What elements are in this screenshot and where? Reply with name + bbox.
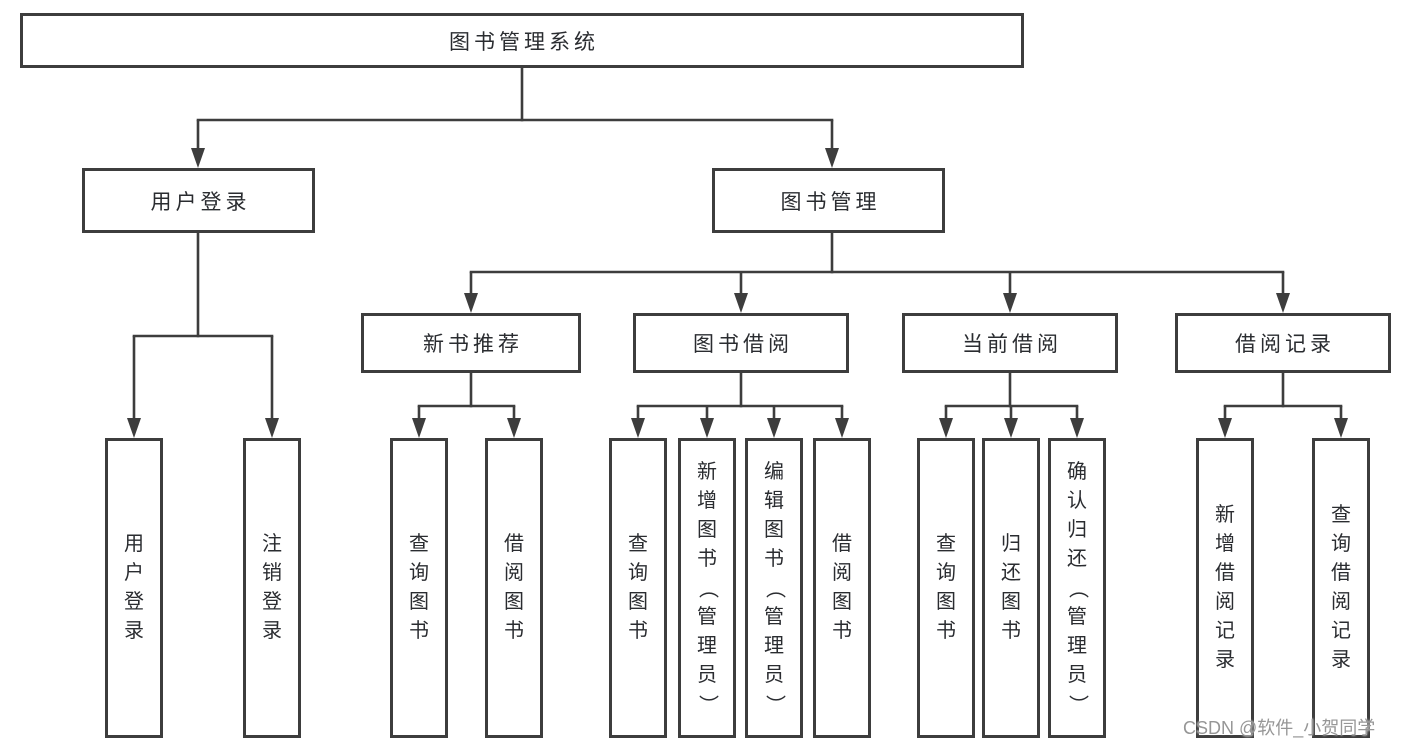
leaf-query-books-label: 查询图书 [409, 533, 429, 642]
leaf-add-books-admin: 新增图书（管理员） [678, 438, 736, 738]
leaf-confirm-return-admin-label: 确认归还（管理员） [1066, 460, 1089, 715]
node-new-book-rec-label: 新书推荐 [423, 333, 523, 356]
leaf-borrow-books-label: 借阅图书 [832, 533, 852, 642]
leaf-logout-label: 注销登录 [262, 533, 282, 642]
leaf-confirm-return-admin: 确认归还（管理员） [1048, 438, 1106, 738]
leaf-add-borrow-record-label: 新增借阅记录 [1215, 504, 1235, 671]
leaf-add-books-admin-label: 新增图书（管理员） [696, 460, 719, 715]
connector-book-mgmt-to-level3 [464, 233, 1290, 313]
node-book-mgmt-label: 图书管理 [780, 190, 881, 214]
connector-root-to-level2 [191, 68, 839, 168]
connector-new-book-rec-to-leaves [412, 373, 521, 438]
node-borrow-records-label: 借阅记录 [1235, 333, 1335, 356]
leaf-return-books-label: 归还图书 [1001, 533, 1021, 642]
node-book-borrow: 图书借阅 [633, 313, 849, 373]
node-user-login: 用户登录 [82, 168, 315, 233]
node-root: 图书管理系统 [20, 13, 1024, 68]
leaf-query-books-label: 查询图书 [628, 533, 648, 642]
leaf-query-books: 查询图书 [390, 438, 448, 738]
node-book-mgmt: 图书管理 [712, 168, 945, 233]
node-new-book-rec: 新书推荐 [361, 313, 581, 373]
node-current-borrow-label: 当前借阅 [962, 333, 1062, 356]
leaf-query-borrow-record-label: 查询借阅记录 [1331, 504, 1351, 671]
connector-book-borrow-to-leaves [631, 373, 849, 438]
connector-user-login-to-leaves [127, 233, 279, 438]
node-book-borrow-label: 图书借阅 [693, 333, 793, 356]
leaf-edit-books-admin-label: 编辑图书（管理员） [763, 460, 786, 715]
leaf-user-login-label: 用户登录 [124, 533, 144, 642]
leaf-add-borrow-record: 新增借阅记录 [1196, 438, 1254, 738]
connector-current-borrow-to-leaves [939, 373, 1084, 438]
leaf-borrow-books-label: 借阅图书 [504, 533, 524, 642]
leaf-borrow-books: 借阅图书 [485, 438, 543, 738]
node-borrow-records: 借阅记录 [1175, 313, 1391, 373]
leaf-query-books: 查询图书 [917, 438, 975, 738]
leaf-user-login: 用户登录 [105, 438, 163, 738]
leaf-edit-books-admin: 编辑图书（管理员） [745, 438, 803, 738]
node-root-label: 图书管理系统 [449, 30, 599, 54]
node-current-borrow: 当前借阅 [902, 313, 1118, 373]
leaf-borrow-books: 借阅图书 [813, 438, 871, 738]
csdn-watermark: CSDN @软件_小贺同学 [1183, 718, 1376, 738]
leaf-query-books: 查询图书 [609, 438, 667, 738]
leaf-return-books: 归还图书 [982, 438, 1040, 738]
leaf-query-books-label: 查询图书 [936, 533, 956, 642]
leaf-query-borrow-record: 查询借阅记录 [1312, 438, 1370, 738]
node-user-login-label: 用户登录 [150, 190, 251, 214]
connector-borrow-records-to-leaves [1218, 373, 1348, 438]
leaf-logout: 注销登录 [243, 438, 301, 738]
